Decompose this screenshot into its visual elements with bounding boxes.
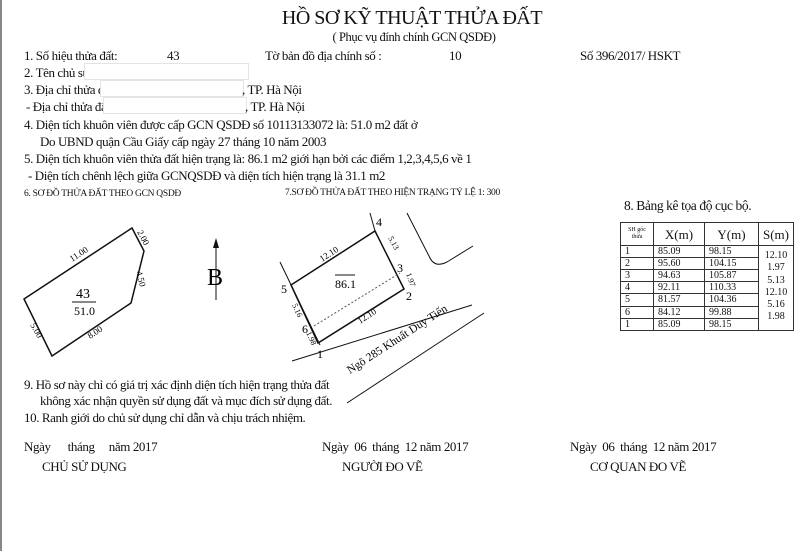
point-label: 6	[302, 322, 308, 336]
current-parcel-diagram: 12.10 5.13 1.97 5.16 1.98 12.10 86.1 1 2…	[279, 212, 485, 404]
cell: 85.09	[653, 317, 705, 331]
section8-heading: 8. Bảng kê tọa độ cục bộ.	[624, 198, 752, 213]
distance-cell: 12.10 1.97 5.13 12.10 5.16 1.98	[758, 245, 794, 331]
new-address-city: , TP. Hà Nội	[245, 99, 305, 114]
certificate-boundary-line	[313, 272, 401, 327]
distance-value: 12.10	[764, 286, 788, 298]
col-header: Y(m)	[704, 222, 759, 246]
distance-value: 1.97	[767, 262, 785, 274]
certificate-parcel-diagram: 11.00 2.00 4.50 8.00 5.00 43 51.0	[23, 226, 152, 358]
owner-redacted	[84, 63, 249, 80]
road-name: Ngõ 285 Khuất Duy Tiến	[345, 302, 450, 377]
agency-date: Ngày 06 tháng 12 năm 2017	[570, 439, 717, 454]
parcel-no-label: 1. Số hiệu thửa đất:	[24, 48, 118, 63]
current-area-label: 86.1	[335, 277, 356, 291]
cell: 104.15	[704, 257, 759, 271]
point-label: 3	[397, 261, 403, 275]
edge-label: 8.00	[86, 323, 105, 340]
col-header: X(m)	[653, 222, 705, 246]
cell: 6	[620, 305, 654, 319]
section7-heading: 7.SƠ ĐỒ THỬA ĐẤT THEO HIỆN TRẠNG TỶ LỆ 1…	[285, 188, 500, 198]
point-label: 1	[317, 347, 323, 361]
col-header: SH góc thửa	[620, 222, 654, 246]
cell: 84.12	[653, 305, 705, 319]
old-address-redacted	[100, 80, 244, 97]
edge-label: 11.00	[68, 244, 91, 264]
cell: 3	[620, 269, 654, 283]
agency-signature-role: CƠ QUAN ĐO VẼ	[590, 459, 687, 474]
cell: 92.11	[653, 281, 705, 295]
distance-value: 12.10	[764, 250, 788, 261]
cell: 2	[620, 257, 654, 271]
current-area: 5. Diện tích khuôn viên thửa đất hiện tr…	[24, 151, 472, 166]
current-parcel-outline	[290, 229, 405, 345]
distance-value: 1.98	[767, 311, 785, 323]
owner-signature-role: CHỦ SỬ DỤNG	[42, 459, 127, 474]
arrow-up-icon	[213, 238, 219, 248]
certificate-area: 4. Diện tích khuôn viên được cấp GCN QSD…	[24, 117, 418, 132]
cell: 98.15	[704, 244, 759, 259]
north-arrow: B	[207, 238, 223, 300]
note-9-continued: không xác nhận quyền sử dụng đất và mục …	[40, 393, 333, 408]
new-address-redacted	[103, 97, 247, 114]
note-10: 10. Ranh giới do chủ sử dụng chỉ dẫn và …	[24, 410, 306, 425]
edge-label: 1.97	[404, 272, 417, 288]
cell: 81.57	[653, 293, 705, 307]
owner-date: Ngày tháng năm 2017	[24, 439, 158, 454]
distance-value: 5.13	[767, 274, 785, 286]
cell: 99.88	[704, 305, 759, 319]
cell: 110.33	[704, 281, 759, 295]
cell: 95.60	[653, 257, 705, 271]
edge-label: 5.13	[386, 235, 401, 252]
cell: 104.36	[704, 293, 759, 307]
cell: 98.15	[704, 317, 759, 331]
area-difference: - Diện tích chênh lệch giữa GCNQSDĐ và d…	[28, 168, 386, 183]
point-label: 5	[281, 282, 287, 296]
cell: 5	[620, 293, 654, 307]
parcel-no: 43	[167, 48, 180, 63]
document-subtitle: ( Phục vụ đính chính GCN QSDĐ)	[332, 30, 496, 44]
edge-label: 4.50	[134, 270, 148, 288]
surveyor-date: Ngày 06 tháng 12 năm 2017	[322, 439, 469, 454]
section6-heading: 6. SƠ ĐỒ THỬA ĐẤT THEO GCN QSDĐ	[24, 189, 181, 199]
certificate-issuer: Do UBND quận Cầu Giấy cấp ngày 27 tháng …	[40, 134, 327, 149]
cell: 1	[620, 244, 654, 259]
edge-label: 5.16	[290, 302, 304, 318]
old-address-city: , TP. Hà Nội	[242, 82, 302, 97]
certificate-parcel-outline	[23, 226, 145, 358]
cell: 4	[620, 281, 654, 295]
map-no-label: Tờ bản đồ địa chính số :	[265, 48, 382, 63]
parcel-number: 43	[76, 287, 90, 302]
distance-value: 5.16	[767, 299, 785, 311]
document-title: HỒ SƠ KỸ THUẬT THỬA ĐẤT	[281, 7, 543, 29]
surveyor-signature-role: NGƯỜI ĐO VẼ	[342, 459, 423, 474]
cell: 105.87	[704, 269, 759, 283]
edge-label: 12.10	[356, 306, 379, 326]
note-9: 9. Hồ sơ này chỉ có giá trị xác định diệ…	[24, 377, 330, 392]
cell: 1	[620, 317, 654, 331]
col-header: S(m)	[758, 222, 794, 246]
record-no: Số 396/2017/ HSKT	[580, 48, 681, 63]
map-no: 10	[449, 48, 462, 63]
parcel-area: 51.0	[74, 304, 95, 318]
north-label: B	[207, 265, 223, 291]
cell: 85.09	[653, 244, 705, 259]
point-label: 4	[376, 215, 382, 229]
cell: 94.63	[653, 269, 705, 283]
point-label: 2	[406, 289, 412, 303]
